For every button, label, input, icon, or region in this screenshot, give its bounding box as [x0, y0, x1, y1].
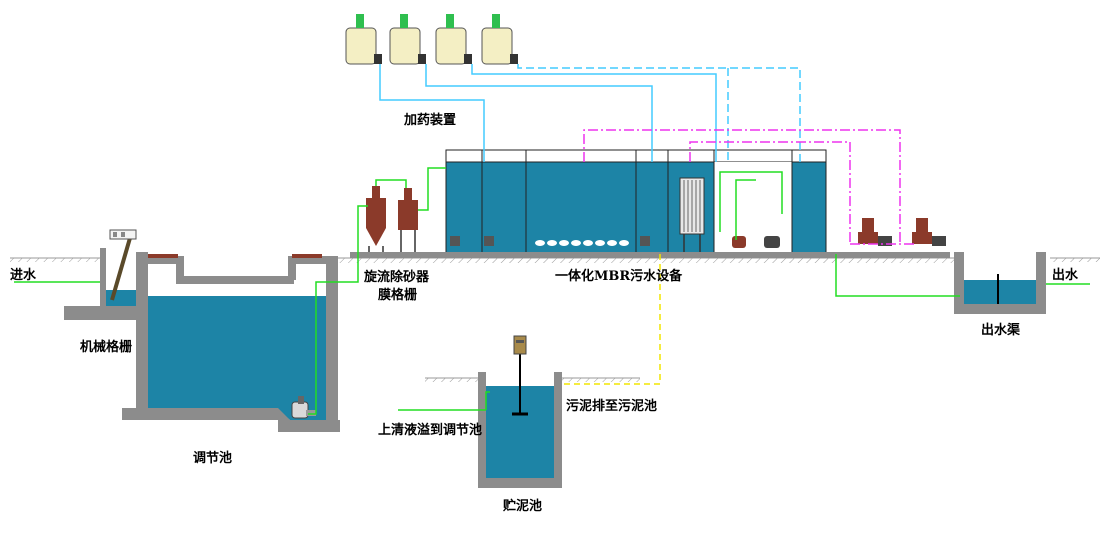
water-pipes [14, 167, 1090, 415]
sludge-tank [478, 335, 562, 488]
label-mechanical-screen: 机械格栅 [80, 339, 132, 355]
label-supernatant-overflow: 上清液溢到调节池 [378, 422, 482, 438]
label-grit-remover: 旋流除砂器 [363, 269, 430, 285]
label-sludge-tank: 贮泥池 [502, 498, 542, 514]
lift-pump [291, 396, 316, 419]
label-outlet: 出水 [1052, 267, 1079, 283]
equalization-tank [122, 254, 340, 432]
chem-dosing-pipes [379, 64, 801, 162]
aeration-diffusers [535, 240, 629, 246]
diagram-labels: 进水 出水 机械格栅 调节池 旋流除砂器 膜格栅 加药装置 一体化MBR污水设备… [10, 112, 1079, 514]
sludge-pipe [562, 254, 661, 385]
chem-tank-4 [481, 14, 518, 65]
membrane-screen [398, 188, 418, 256]
label-membrane-screen: 膜格栅 [378, 287, 417, 303]
label-mbr-equipment: 一体化MBR污水设备 [555, 268, 683, 284]
mbr-equipment [350, 149, 950, 258]
mixer-icon [450, 236, 650, 246]
blower-1 [858, 218, 892, 246]
blower-2 [912, 218, 946, 246]
label-dosing-device: 加药装置 [403, 112, 456, 128]
label-inlet: 进水 [10, 267, 37, 283]
mechanical-screen [109, 229, 137, 301]
grit-remover [366, 186, 386, 256]
label-equalization-tank: 调节池 [193, 450, 232, 466]
chem-tank-1 [345, 14, 382, 65]
label-sludge-discharge: 污泥排至污泥池 [566, 398, 657, 414]
chem-tank-3 [435, 14, 472, 65]
mbr-membrane-module [679, 177, 705, 252]
chem-tank-2 [389, 14, 426, 65]
outlet-channel [954, 252, 1046, 314]
label-outlet-channel: 出水渠 [981, 322, 1021, 338]
air-pipes [583, 129, 916, 245]
